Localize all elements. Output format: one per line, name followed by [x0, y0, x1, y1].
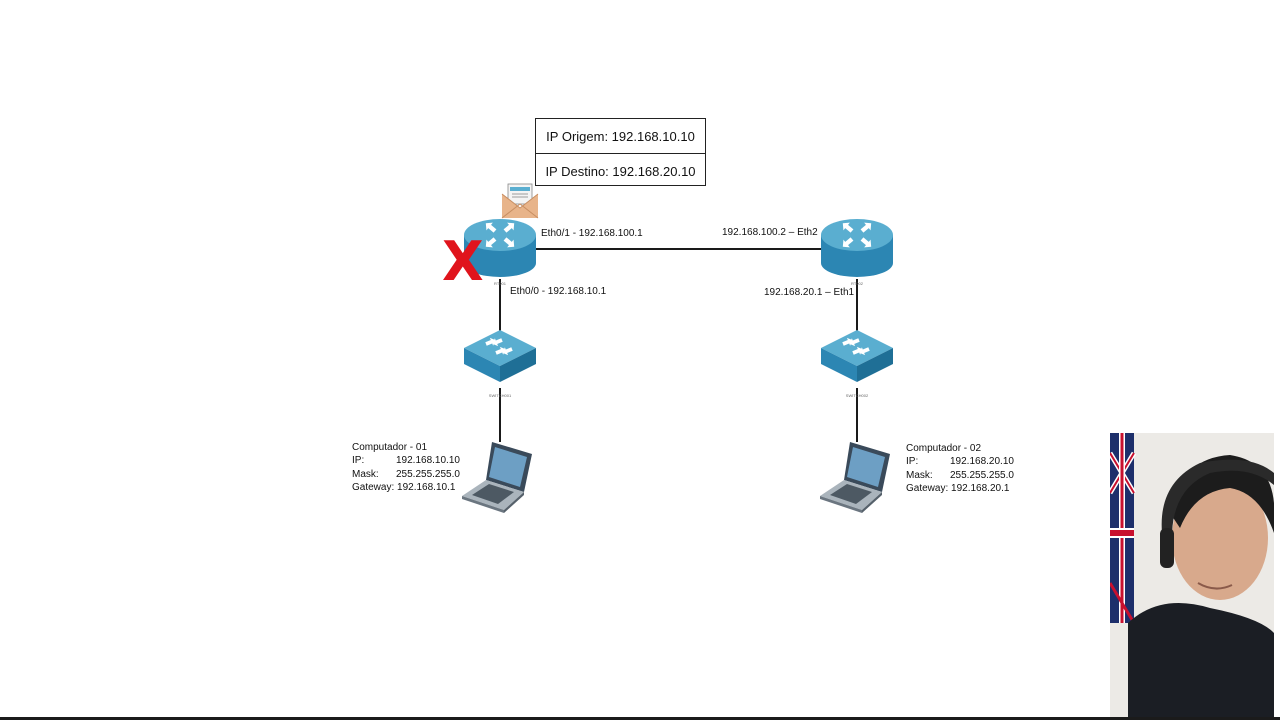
pc1-mask-value: 255.255.255.0	[396, 468, 460, 480]
source-ip-label: IP Origem: 192.168.10.10	[546, 128, 695, 144]
links	[499, 248, 858, 442]
bottom-bar	[0, 717, 1280, 720]
router-icon[interactable]	[464, 219, 536, 277]
pc1-ip-value: 192.168.10.10	[396, 455, 460, 467]
pc2-ip-value: 192.168.20.10	[950, 456, 1014, 468]
switch-icon[interactable]	[464, 330, 536, 382]
pc1-title: Computador - 01	[352, 442, 428, 453]
pc2-ip-key: IP:	[906, 456, 919, 468]
blocked-x-mark: X	[442, 230, 484, 293]
pc2-info-block: Computador - 02 IP: 192.168.20.10 Mask: 25…	[906, 442, 1014, 495]
packet-header-box: IP Origem: 192.168.10.10 IP Destino: 192…	[535, 118, 706, 186]
pc2-mask-key: Mask:	[906, 469, 933, 481]
pc2-gateway-key: Gateway:	[906, 482, 949, 494]
switch-icon[interactable]	[821, 330, 893, 382]
router-name-label: RT001	[494, 281, 506, 286]
webcam-overlay	[1110, 433, 1274, 720]
r2-lan-interface-label: 192.168.20.1 – Eth1	[764, 287, 855, 298]
r1-lan-interface-label: Eth0/0 - 192.168.10.1	[510, 286, 607, 297]
pc1-ip-key: IP:	[352, 455, 365, 467]
r1-wan-interface-label: Eth0/1 - 192.168.100.1	[541, 228, 643, 239]
switch-name-label: SWITCH002	[845, 393, 869, 398]
pc1-info-block: Computador - 01 IP: 192.168.10.10 Mask: 25…	[352, 441, 460, 494]
pc2-title: Computador - 02	[906, 443, 982, 454]
laptop-icon[interactable]	[462, 442, 532, 513]
pc1-gateway-value: 192.168.10.1	[397, 481, 456, 493]
pc2-gateway-value: 192.168.20.1	[951, 482, 1010, 494]
envelope-icon	[501, 183, 539, 219]
r2-wan-interface-label: 192.168.100.2 – Eth2	[722, 227, 818, 238]
router-icon[interactable]	[821, 219, 893, 277]
pc1-mask-key: Mask:	[352, 468, 379, 480]
pc1-gateway-key: Gateway:	[352, 481, 395, 493]
destination-ip-label: IP Destino: 192.168.20.10	[536, 153, 705, 188]
laptop-icon[interactable]	[820, 442, 890, 513]
switch-name-label: SWITCH001	[488, 393, 512, 398]
router-name-label: RT002	[851, 281, 863, 286]
pc2-mask-value: 255.255.255.0	[950, 469, 1014, 481]
